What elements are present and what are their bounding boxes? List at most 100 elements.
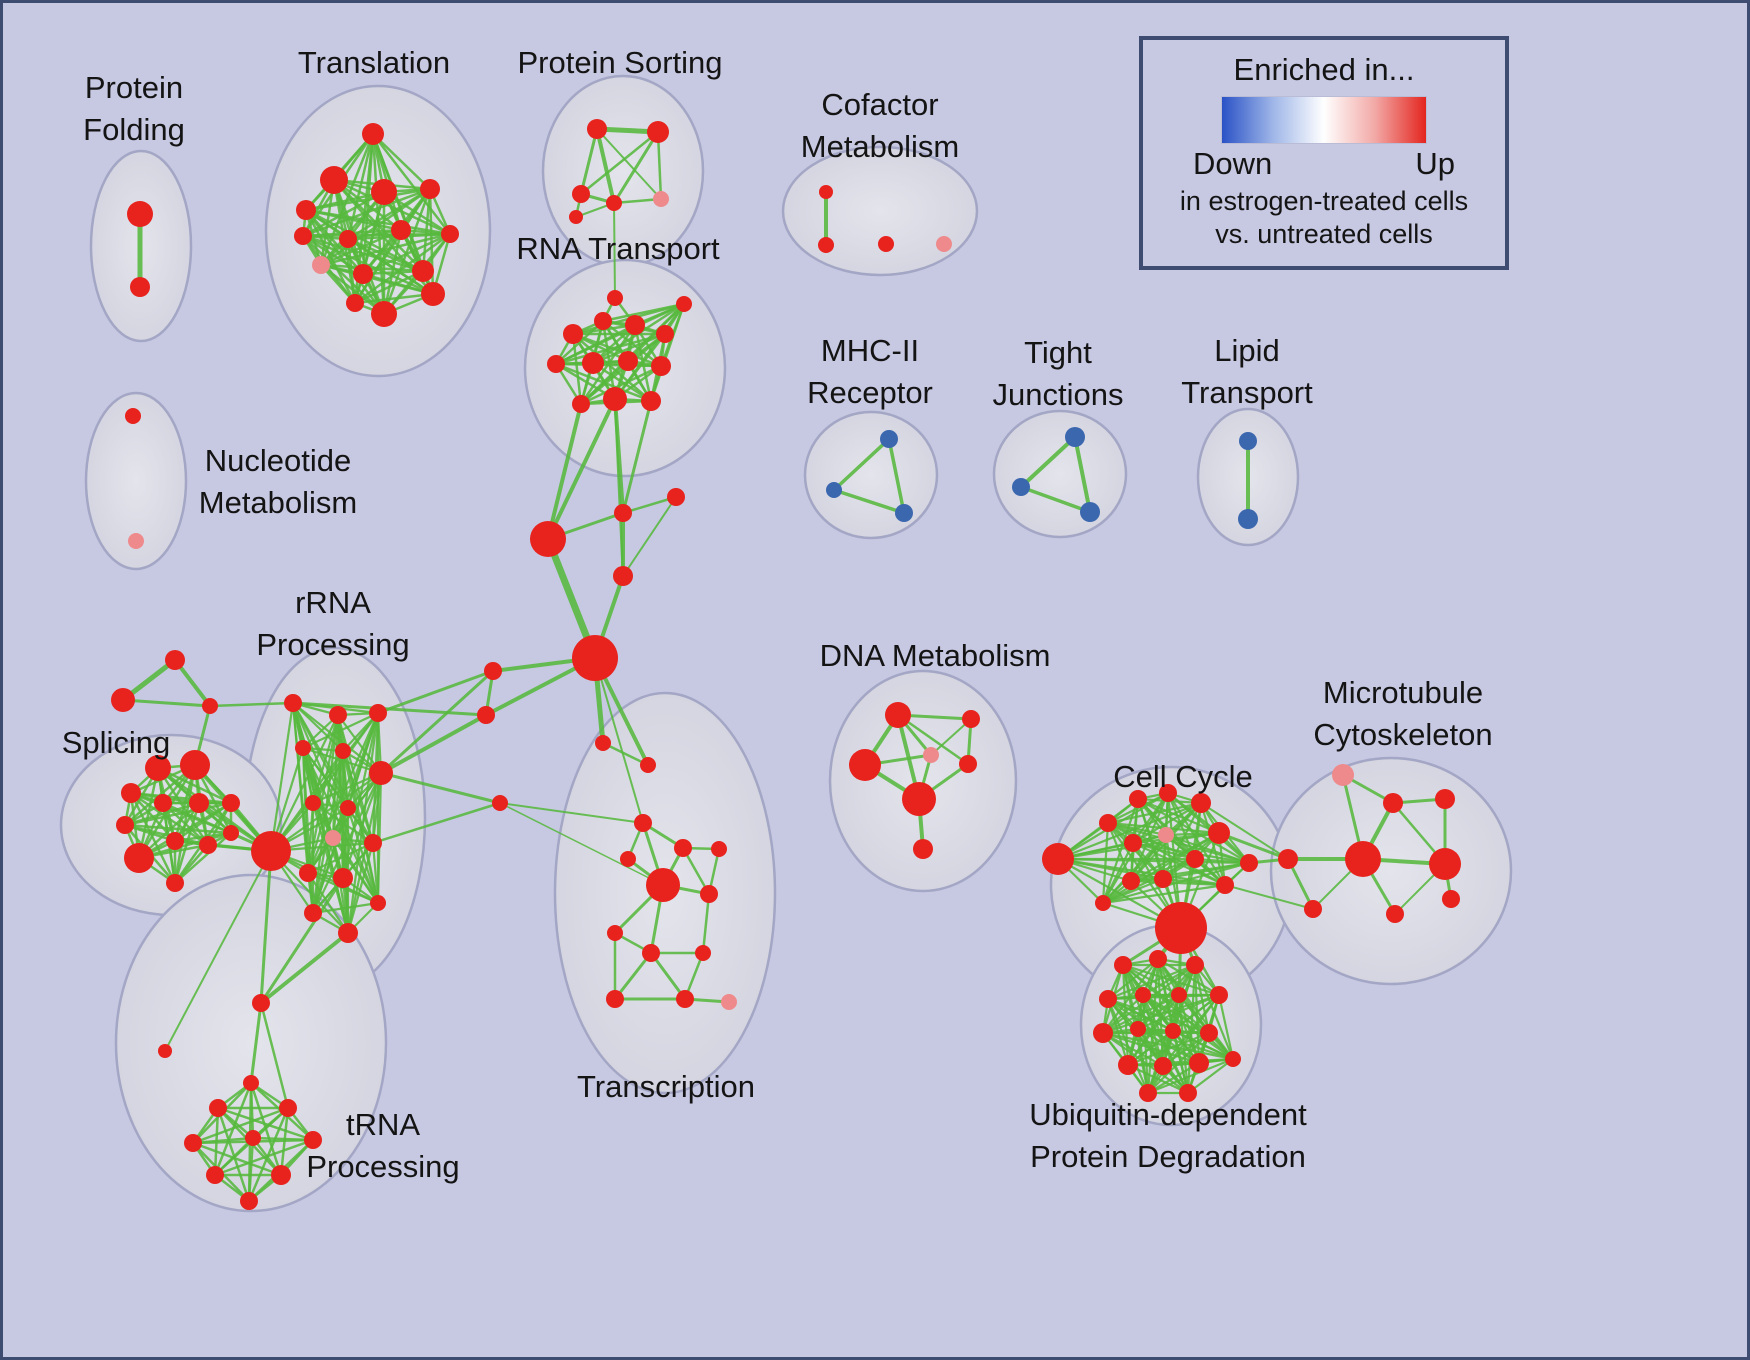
node-rr6 [369, 761, 393, 785]
edge-sp5-sp12 [161, 801, 233, 835]
edge-cc12-mc7 [1224, 884, 1314, 910]
node-hb3 [667, 488, 685, 506]
node-rr8 [325, 830, 341, 846]
node-tn6 [184, 1134, 202, 1152]
node-rr1 [284, 694, 302, 712]
node-tn1 [252, 994, 270, 1012]
node-spt3 [202, 698, 218, 714]
node-cc12 [1216, 876, 1234, 894]
node-rr10 [340, 800, 356, 816]
legend-subtitle-line1: in estrogen-treated cells [1179, 186, 1469, 216]
node-sp8 [124, 843, 154, 873]
cluster-label-rna-transport: RNA Transport [516, 231, 720, 266]
cluster-label-cell-cycle: Cell Cycle [1113, 759, 1253, 794]
node-rr5 [335, 743, 351, 759]
node-hb6 [484, 662, 502, 680]
node-cc13 [1095, 895, 1111, 911]
legend-gradient-bar [1221, 96, 1427, 144]
node-rt1 [563, 324, 583, 344]
edge-tr5-tr6 [301, 187, 432, 238]
edge-tr6-tr12 [301, 234, 425, 273]
node-ps3 [572, 185, 590, 203]
edge-ub7-ub9 [1136, 993, 1221, 1031]
node-mh3 [895, 504, 913, 522]
edge-cc11-cc13 [1101, 877, 1165, 905]
edge-rr15-tn1 [259, 931, 350, 1005]
edge-rt4-rt7 [591, 332, 667, 365]
node-rr11 [364, 834, 382, 852]
node-cc6 [1208, 822, 1230, 844]
edge-sp4-sp12 [123, 823, 233, 835]
cluster-ellipse-mhc-ii-receptor [803, 410, 939, 540]
edge-dm1-dm5 [896, 713, 970, 766]
edge-rr11-rr16 [371, 841, 380, 905]
node-sp5 [154, 794, 172, 812]
node-cc3 [1129, 790, 1147, 808]
edge-ub7-ub15 [1217, 993, 1235, 1061]
edge-ub12-ub17 [1126, 1063, 1190, 1095]
edge-hb6-rr6 [379, 669, 495, 775]
node-tr12 [412, 260, 434, 282]
edge-ub6-ub8 [1101, 993, 1181, 1035]
node-rr14 [304, 904, 322, 922]
node-rt10 [603, 387, 627, 411]
edge-sp9-sp12 [173, 831, 233, 843]
node-cc2 [1099, 814, 1117, 832]
cluster-label-dna-metabolism: DNA Metabolism [820, 638, 1051, 673]
node-hb8 [492, 795, 508, 811]
node-tx5 [711, 841, 727, 857]
edge-hb1-hb3 [621, 495, 678, 515]
edge-hb3-hb4 [622, 496, 677, 577]
node-tr4 [371, 179, 397, 205]
edge-tx10-tx12 [613, 951, 653, 1001]
node-spt1 [165, 650, 185, 670]
node-lt2 [1238, 509, 1258, 529]
edge-sp11-sp12 [173, 831, 233, 885]
node-nm1 [125, 408, 141, 424]
edge-rt1-rt11 [571, 332, 653, 403]
edge-cc1-cc15 [1056, 857, 1251, 865]
edge-cc11-cc15 [1161, 861, 1251, 881]
edge-ub15-ub17 [1186, 1057, 1235, 1095]
node-ub2 [1149, 950, 1167, 968]
node-cc11 [1154, 870, 1172, 888]
edge-hb8-rr6 [379, 771, 502, 805]
node-tx9 [607, 925, 623, 941]
edge-sp8-sp12 [137, 831, 233, 860]
edge-ps2-ps5 [656, 130, 663, 201]
edge-rt5-rt6 [554, 302, 686, 366]
edge-tj1-tj2 [1019, 435, 1077, 489]
edge-ps2-ps3 [579, 130, 660, 196]
node-tr2 [320, 166, 348, 194]
edge-cc8-cc13 [1101, 833, 1168, 905]
edge-hb8-tx6 [499, 802, 664, 886]
edge-rt10-hb2 [546, 397, 617, 541]
node-rr9 [305, 795, 321, 811]
node-cc8 [1158, 827, 1174, 843]
node-sp9 [166, 832, 184, 850]
node-pf2 [130, 277, 150, 297]
edge-tr1-tr5 [371, 132, 432, 191]
cluster-ellipse-nucleotide-metabolism [84, 391, 188, 571]
edge-hb7-rr6 [379, 713, 488, 775]
edge-tn1-tn3 [249, 1001, 263, 1085]
node-tx14 [721, 994, 737, 1010]
node-rt11 [641, 391, 661, 411]
node-sp2 [145, 755, 171, 781]
edge-tx1-tx2 [601, 741, 650, 767]
node-dm7 [913, 839, 933, 859]
edge-tn7-tn8 [251, 1136, 315, 1142]
node-ub5 [1135, 987, 1151, 1003]
edge-ub11-ub12 [1126, 1031, 1211, 1067]
edge-rr1-rr7 [269, 701, 295, 853]
node-tx8 [620, 851, 636, 867]
node-ub11 [1200, 1024, 1218, 1042]
node-dm6 [902, 782, 936, 816]
edge-cc6-mc4 [1217, 831, 1290, 861]
node-rr3 [369, 704, 387, 722]
